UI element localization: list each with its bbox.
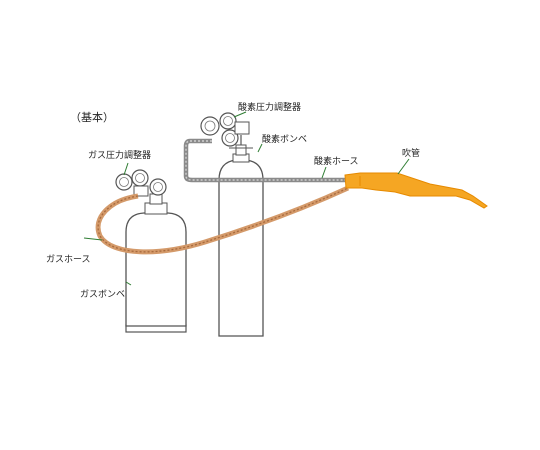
torch-label: 吹管 xyxy=(402,147,420,159)
gas-regulator xyxy=(115,169,167,197)
oxygen-cylinder-label: 酸素ボンベ xyxy=(262,133,307,145)
oxygen-hose-label: 酸素ホース xyxy=(314,155,359,167)
gas-regulator-label: ガス圧力調整器 xyxy=(88,149,151,161)
gas-cylinder-label: ガスボンベ xyxy=(80,289,125,300)
oxygen-regulator-label: 酸素圧力調整器 xyxy=(238,101,301,113)
gas-cylinder xyxy=(125,186,187,333)
oxygen-regulator xyxy=(200,112,250,147)
diagram-title: （基本） xyxy=(70,110,114,124)
gas-hose-label: ガスホース xyxy=(46,254,91,265)
leader-lines xyxy=(83,111,410,286)
torch xyxy=(344,172,488,209)
